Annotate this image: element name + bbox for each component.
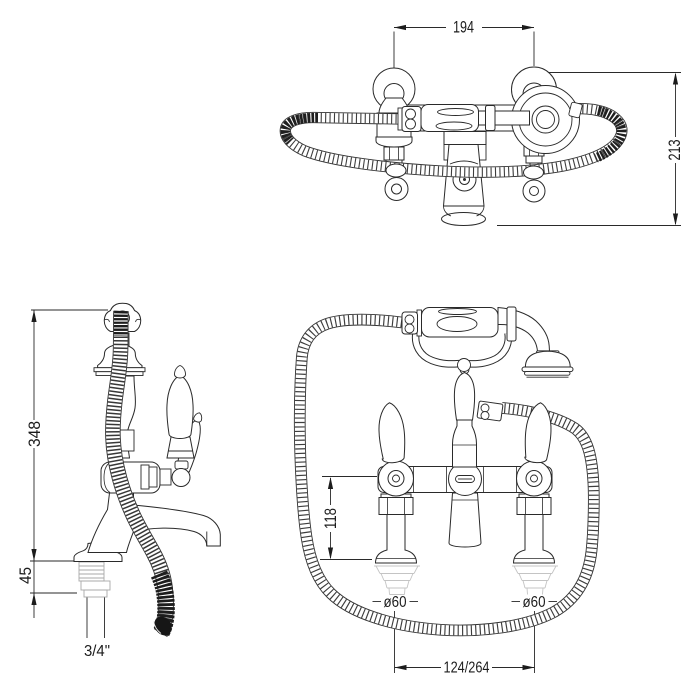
svg-text:124/264: 124/264: [444, 660, 490, 677]
svg-text:194: 194: [453, 18, 474, 37]
svg-text:348: 348: [25, 421, 44, 447]
svg-text:45: 45: [16, 567, 35, 584]
svg-text:ø60: ø60: [523, 594, 546, 611]
svg-text:3/4": 3/4": [84, 643, 110, 660]
svg-text:ø60: ø60: [384, 594, 407, 611]
svg-text:213: 213: [665, 140, 684, 161]
svg-text:118: 118: [321, 508, 340, 529]
